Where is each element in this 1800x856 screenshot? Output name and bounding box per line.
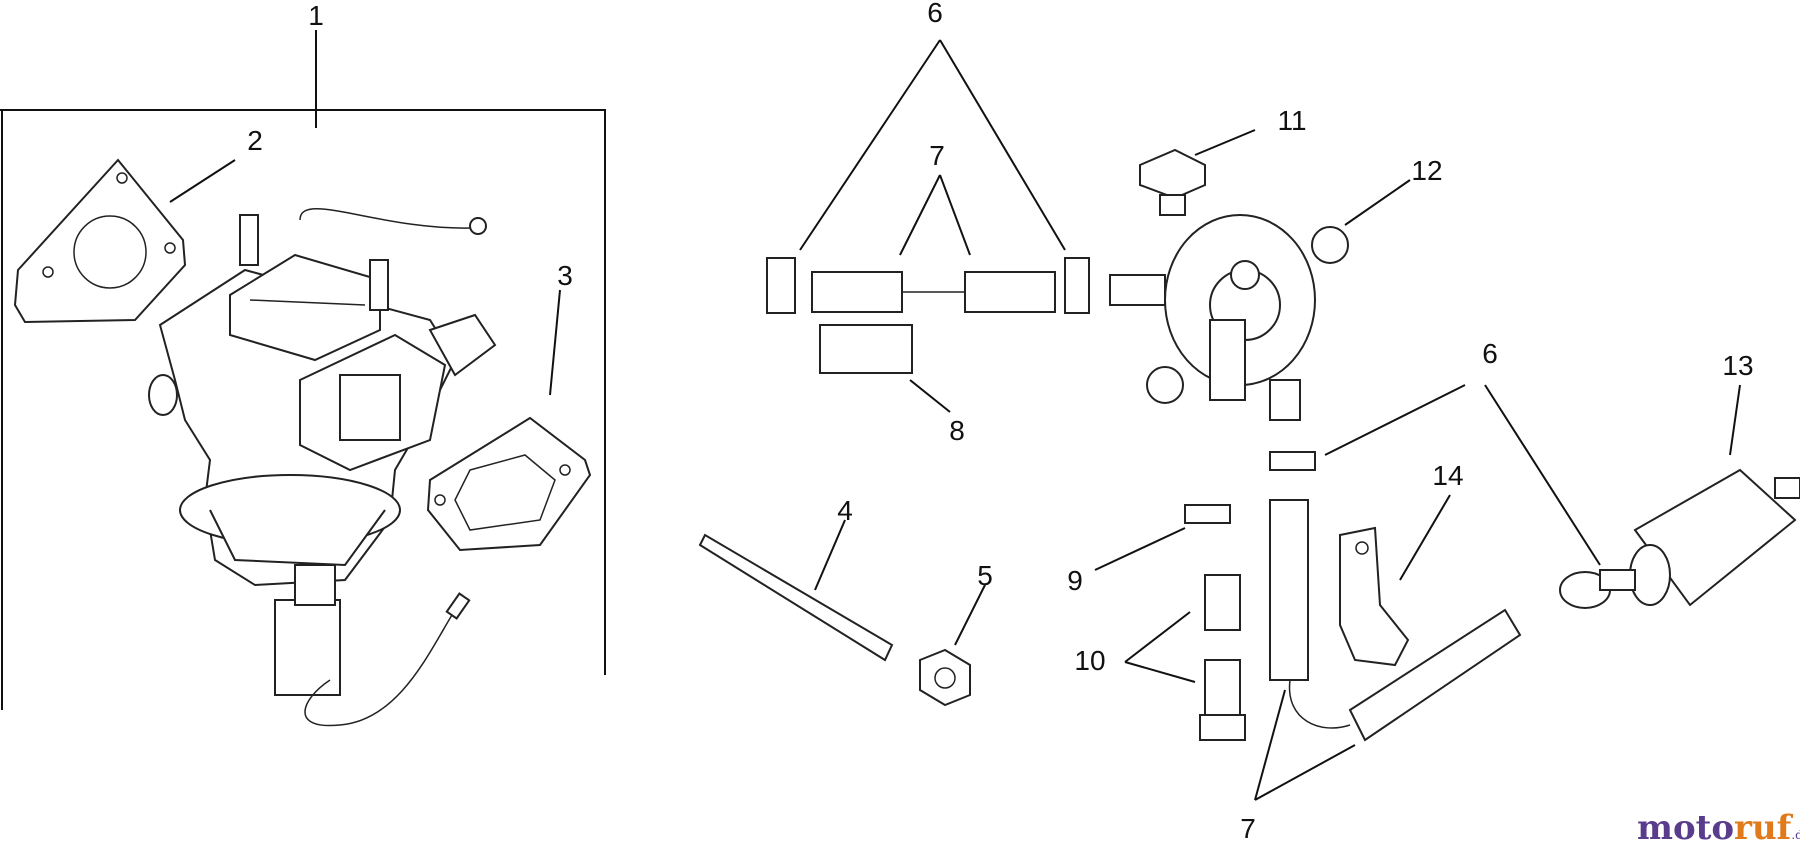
bracket-part-14	[1339, 494, 1451, 667]
callout-7-top: 7	[929, 140, 945, 171]
hose-clamp-group-lower	[1269, 384, 1611, 609]
callout-2: 2	[247, 125, 263, 156]
fuel-filter-part-13	[1599, 384, 1800, 607]
callout-13: 13	[1722, 350, 1753, 381]
clamp-part-9	[1094, 504, 1231, 571]
stud-part-4	[698, 519, 894, 662]
callout-14: 14	[1432, 460, 1463, 491]
watermark-part-1: moto	[1637, 808, 1735, 848]
callout-5: 5	[977, 560, 993, 591]
callout-9: 9	[1067, 565, 1083, 596]
watermark-part-2: ruf	[1734, 808, 1792, 848]
callout-1: 1	[308, 0, 324, 31]
fuel-pump-part-12	[1109, 179, 1411, 421]
watermark-part-3: .de	[1791, 828, 1800, 842]
fitting-part-11	[1139, 129, 1256, 216]
hose-clamp-group-top	[766, 39, 1090, 413]
carburetor-part-1	[148, 110, 497, 727]
nut-part-5	[919, 584, 986, 707]
gasket-part-3	[426, 289, 592, 552]
callout-8: 8	[949, 415, 965, 446]
callout-3: 3	[557, 260, 573, 291]
assembly-frame	[0, 30, 606, 710]
callout-10: 10	[1074, 645, 1105, 676]
callout-6-top: 6	[927, 0, 943, 28]
callout-4: 4	[837, 495, 853, 526]
callout-12: 12	[1411, 155, 1442, 186]
gasket-part-2	[13, 158, 236, 324]
callout-6-lower: 6	[1482, 338, 1498, 369]
callout-7-lower: 7	[1240, 813, 1256, 844]
hose-group-lower	[1254, 499, 1522, 801]
callout-11: 11	[1277, 105, 1306, 136]
fitting-part-10	[1124, 574, 1246, 741]
watermark-logo: motoruf.de	[1637, 808, 1800, 848]
